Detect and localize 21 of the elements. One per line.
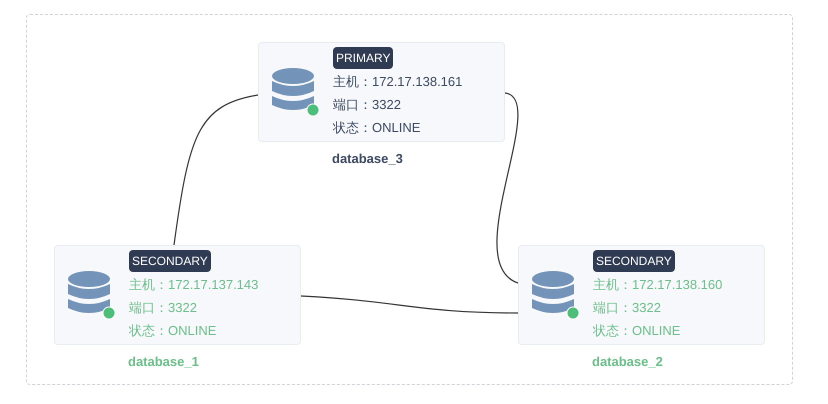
- node-info-text: 端口：3322: [593, 299, 661, 317]
- node-info-text: 端口：3322: [333, 96, 401, 114]
- node-name-label: database_3: [332, 151, 403, 166]
- role-badge: SECONDARY: [129, 250, 211, 272]
- database-node-card: [518, 245, 765, 345]
- node-name-label: database_2: [592, 354, 663, 369]
- connector-line: [300, 295, 518, 314]
- node-info-text: 状态：ONLINE: [593, 322, 680, 340]
- role-badge: SECONDARY: [593, 250, 675, 272]
- node-info-text: 主机：172.17.138.161: [333, 73, 462, 91]
- node-name-label: database_1: [128, 354, 199, 369]
- node-info-text: 主机：172.17.137.143: [129, 276, 258, 294]
- database-node-card: [258, 42, 505, 142]
- connector-line: [173, 94, 258, 246]
- database-node-card: [54, 245, 301, 345]
- node-info-text: 端口：3322: [129, 299, 197, 317]
- connector-line: [496, 92, 518, 284]
- node-info-text: 状态：ONLINE: [129, 322, 216, 340]
- node-info-text: 状态：ONLINE: [333, 119, 420, 137]
- role-badge: PRIMARY: [333, 47, 394, 69]
- node-info-text: 主机：172.17.138.160: [593, 276, 722, 294]
